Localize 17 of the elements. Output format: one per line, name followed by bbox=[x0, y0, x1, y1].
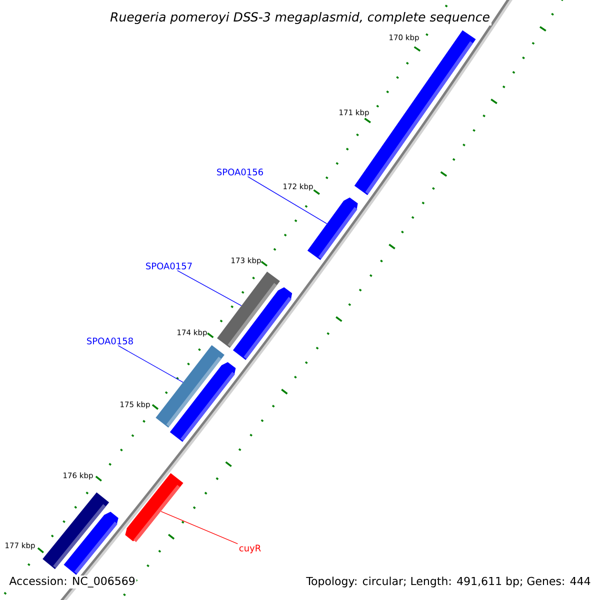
gene-label: cuyR bbox=[239, 544, 261, 554]
gene-feature-bar bbox=[64, 512, 118, 575]
summary-text: Topology: circular; Length: 491,611 bp; Genes: 444 bbox=[305, 576, 592, 588]
gene-feature-bar bbox=[170, 362, 236, 442]
title: Ruegeria pomeroyi DSS-3 megaplasmid, complete sequence bbox=[108, 10, 492, 26]
gene-label: SPOA0157 bbox=[146, 262, 192, 270]
gene-feature-bar bbox=[354, 30, 476, 196]
gene-feature-bar bbox=[125, 473, 184, 542]
accession-text: Accession: NC_006569 bbox=[8, 576, 136, 588]
leader-line bbox=[118, 345, 184, 383]
gene-label: SPOA0156 bbox=[217, 168, 263, 176]
gene-feature-bar bbox=[307, 198, 358, 260]
leader-line bbox=[247, 176, 328, 224]
leader-line bbox=[177, 270, 242, 306]
gene-feature-bar bbox=[232, 287, 292, 360]
leader-line bbox=[160, 511, 238, 544]
gene-label: SPOA0158 bbox=[87, 338, 133, 344]
